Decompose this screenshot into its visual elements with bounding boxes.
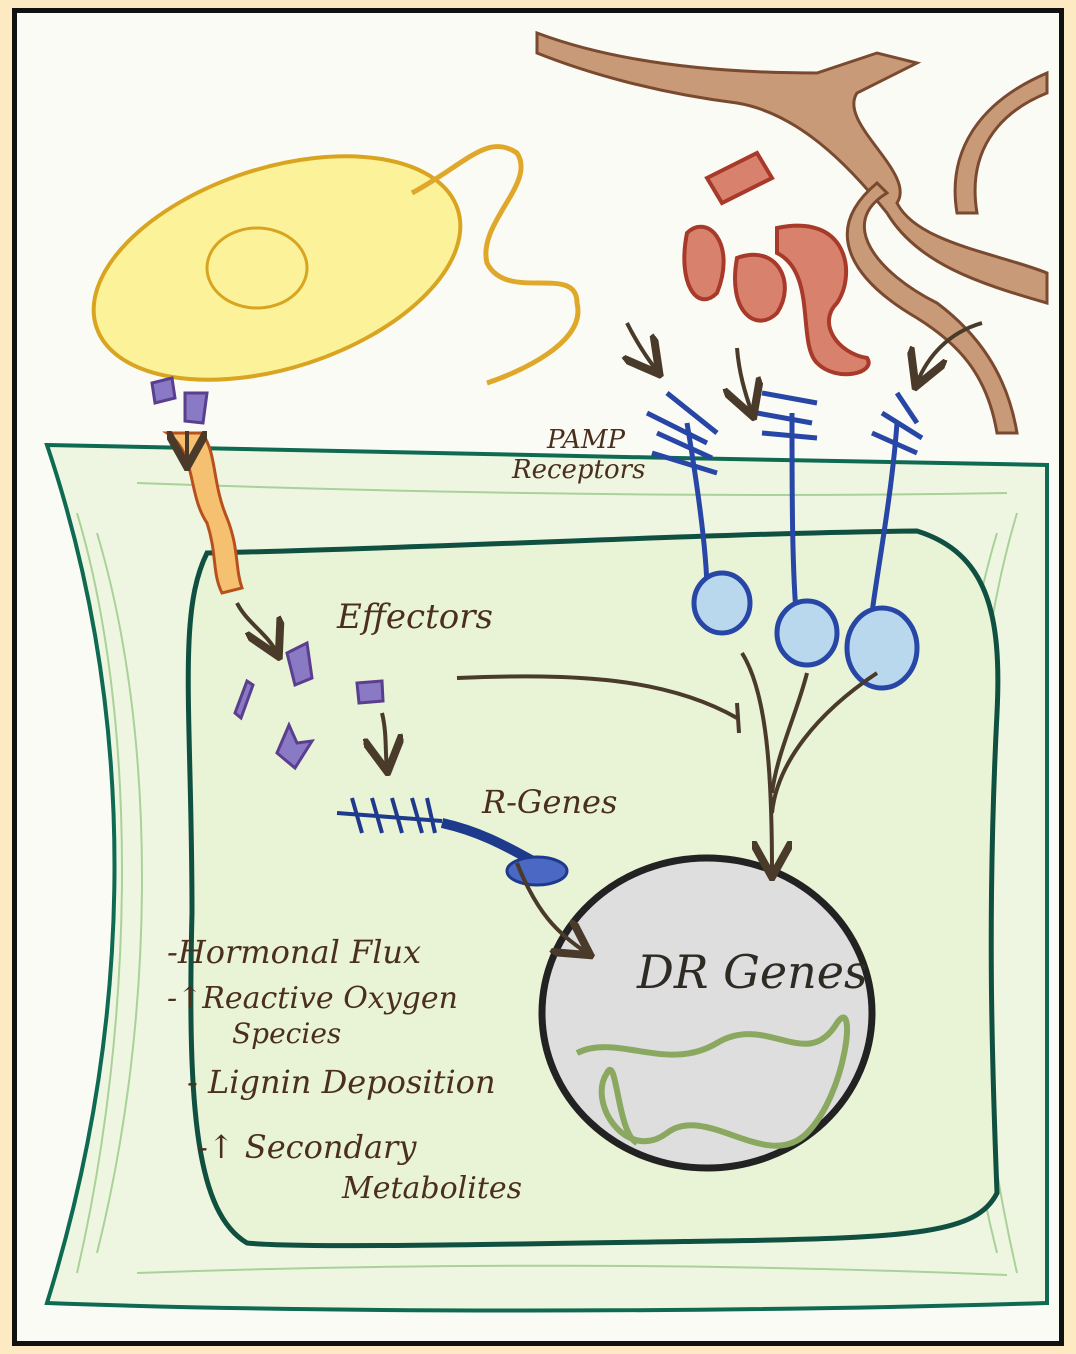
r-genes-label: R-Genes — [481, 783, 617, 821]
response-item-3: - Lignin Deposition — [187, 1063, 496, 1101]
response-item-4-cont: Metabolites — [341, 1171, 522, 1206]
response-item-1: -Hormonal Flux — [167, 933, 421, 971]
pamp-label-line2: Receptors — [511, 455, 645, 485]
oomycete-spores — [684, 153, 868, 374]
plant-immunity-diagram: PAMP Receptors Effectors R-Genes DR Gene… — [17, 13, 1059, 1341]
dr-genes-label: DR Genes — [636, 945, 868, 999]
nucleus — [542, 858, 872, 1168]
diagram-frame: PAMP Receptors Effectors R-Genes DR Gene… — [12, 8, 1064, 1346]
response-item-2: -↑Reactive Oxygen — [167, 981, 458, 1016]
effectors-label: Effectors — [336, 597, 493, 637]
response-item-2-cont: Species — [232, 1017, 341, 1050]
response-item-4: -↑ Secondary — [197, 1128, 417, 1166]
pamp-label-line1: PAMP — [546, 425, 626, 455]
